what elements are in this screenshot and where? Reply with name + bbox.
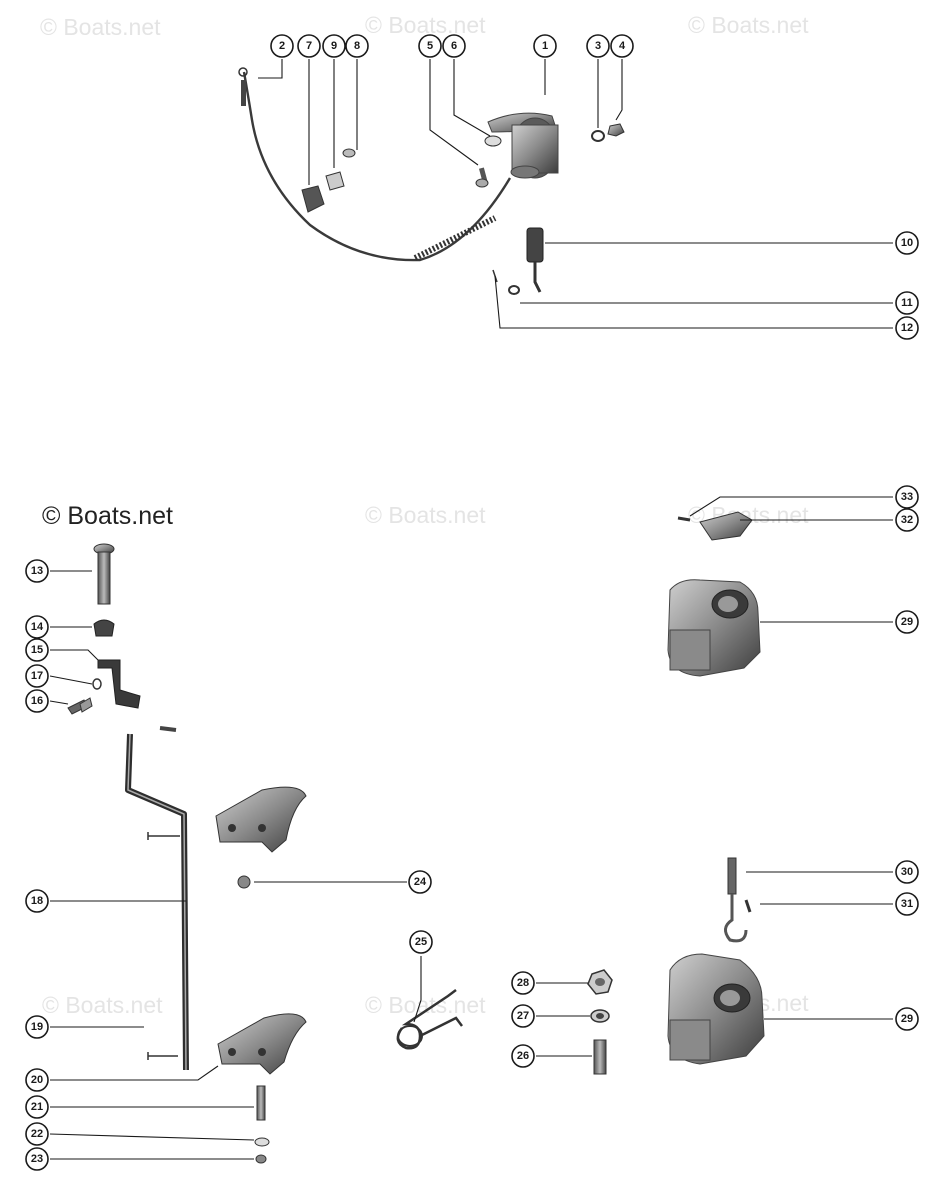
- lower-carburetor: [667, 857, 765, 1065]
- callout-number: 9: [331, 40, 337, 52]
- callout-number: 6: [451, 40, 457, 52]
- callout-33: 33: [895, 485, 919, 509]
- callout-23: 23: [25, 1147, 49, 1171]
- callout-number: 22: [31, 1128, 43, 1140]
- callout-number: 5: [427, 40, 433, 52]
- callout-number: 3: [595, 40, 601, 52]
- callout-number: 15: [31, 644, 43, 656]
- callout-28: 28: [511, 971, 535, 995]
- callout-number: 26: [517, 1050, 529, 1062]
- callout-25: 25: [409, 930, 433, 954]
- linkage-assembly: [67, 543, 307, 1164]
- callout-number: 7: [306, 40, 312, 52]
- callout-number: 28: [517, 977, 529, 989]
- callout-number: 27: [517, 1010, 529, 1022]
- callout-21: 21: [25, 1095, 49, 1119]
- callout-number: 32: [901, 514, 913, 526]
- callout-8: 8: [345, 34, 369, 58]
- watermark: © Boats.net: [40, 14, 161, 40]
- callout-29: 29: [895, 610, 919, 634]
- callout-19: 19: [25, 1015, 49, 1039]
- callout-number: 14: [31, 621, 44, 633]
- callout-number: 1: [542, 40, 548, 52]
- callout-20: 20: [25, 1068, 49, 1092]
- callout-24: 24: [408, 870, 432, 894]
- callout-number: 18: [31, 895, 43, 907]
- leaders-left: [49, 570, 407, 1160]
- callout-14: 14: [25, 615, 49, 639]
- leaders-right: [689, 496, 893, 1020]
- leaders-top: [258, 59, 893, 329]
- solenoid-assembly: [238, 67, 625, 295]
- callout-number: 13: [31, 565, 43, 577]
- callout-15: 15: [25, 638, 49, 662]
- callout-10: 10: [895, 231, 919, 255]
- callout-22: 22: [25, 1122, 49, 1146]
- callout-number: 31: [901, 898, 913, 910]
- callout-number: 33: [901, 491, 913, 503]
- upper-carburetor: [667, 511, 761, 677]
- callout-18: 18: [25, 889, 49, 913]
- callout-number: 17: [31, 670, 43, 682]
- watermark: © Boats.net: [365, 992, 486, 1018]
- callout-6: 6: [442, 34, 466, 58]
- callout-2: 2: [270, 34, 294, 58]
- callout-5: 5: [418, 34, 442, 58]
- watermark: © Boats.net: [365, 12, 486, 38]
- watermark: © Boats.net: [365, 502, 486, 528]
- callout-26: 26: [511, 1044, 535, 1068]
- callout-number: 21: [31, 1101, 43, 1113]
- callout-number: 19: [31, 1021, 43, 1033]
- callout-30: 30: [895, 860, 919, 884]
- callout-27: 27: [511, 1004, 535, 1028]
- callout-number: 11: [901, 297, 913, 309]
- callout-number: 29: [901, 616, 913, 628]
- callout-number: 2: [279, 40, 285, 52]
- callout-12: 12: [895, 316, 919, 340]
- callout-1: 1: [533, 34, 557, 58]
- callout-3: 3: [586, 34, 610, 58]
- watermark: © Boats.net: [42, 502, 173, 530]
- callout-13: 13: [25, 559, 49, 583]
- callout-number: 12: [901, 322, 913, 334]
- callout-16: 16: [25, 689, 49, 713]
- callout-number: 24: [414, 876, 427, 888]
- watermark: © Boats.net: [42, 992, 163, 1018]
- callout-7: 7: [297, 34, 321, 58]
- callout-number: 29: [901, 1013, 913, 1025]
- callout-number: 8: [354, 40, 360, 52]
- callout-number: 4: [619, 40, 626, 52]
- callout-9: 9: [322, 34, 346, 58]
- leaders-center: [413, 956, 592, 1057]
- callout-31: 31: [895, 892, 919, 916]
- callout-number: 25: [415, 936, 427, 948]
- callout-number: 30: [901, 866, 913, 878]
- callout-number: 16: [31, 695, 43, 707]
- callout-32: 32: [895, 508, 919, 532]
- callout-number: 20: [31, 1074, 43, 1086]
- callout-29: 29: [895, 1007, 919, 1031]
- callout-number: 10: [901, 237, 913, 249]
- callout-11: 11: [895, 291, 919, 315]
- callout-4: 4: [610, 34, 634, 58]
- callout-17: 17: [25, 664, 49, 688]
- watermark: © Boats.net: [688, 12, 809, 38]
- spring-and-studs: [396, 969, 613, 1075]
- callout-number: 23: [31, 1153, 43, 1165]
